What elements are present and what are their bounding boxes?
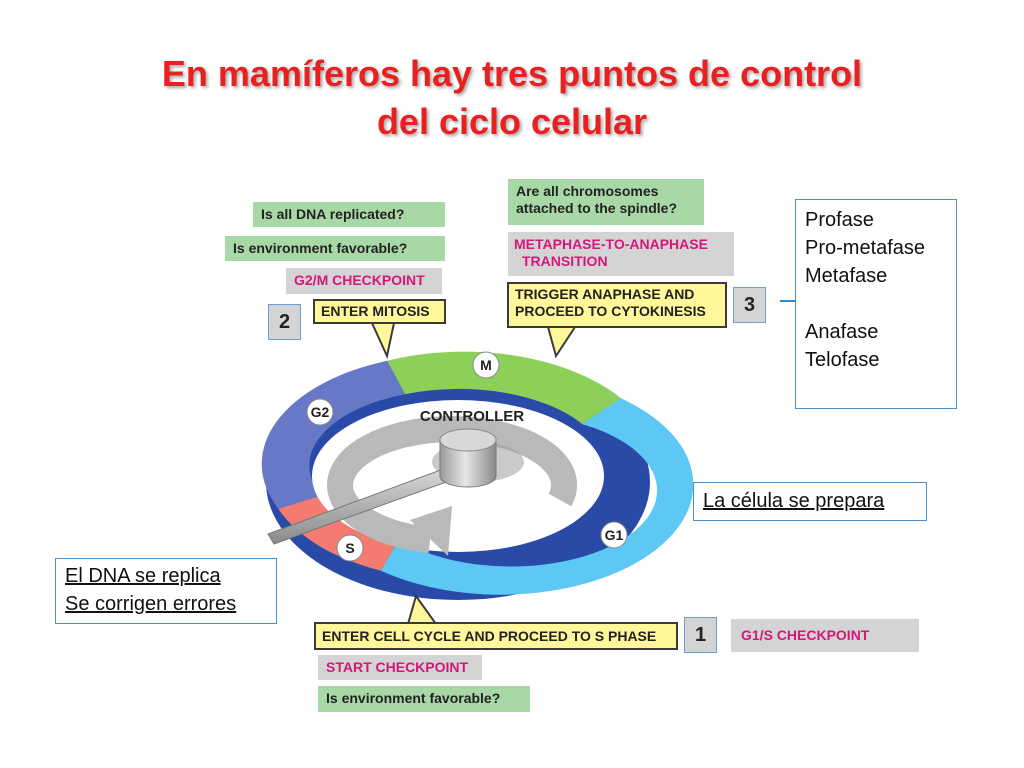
metaphase-transition-label: METAPHASE-TO-ANAPHASE TRANSITION (508, 232, 734, 276)
mitosis-phase-item: Anafase (805, 321, 879, 343)
g1s-pointer (406, 593, 438, 625)
svg-text:G1: G1 (605, 527, 624, 543)
mitosis-phases-list: Profase Pro-metafase Metafase Anafase Te… (795, 199, 957, 409)
metaphase-transition-line1: METAPHASE-TO-ANAPHASE (514, 236, 708, 252)
svg-text:G2: G2 (311, 404, 330, 420)
checkpoint-number-3: 3 (733, 287, 766, 323)
phase-segment-m (387, 351, 621, 425)
slide-title-line1: En mamíferos hay tres puntos de control (161, 53, 863, 94)
s-note-line1: El DNA se replica (65, 565, 221, 587)
metaphase-transition-line2: TRANSITION (522, 253, 608, 269)
phase-segment-g2 (261, 360, 405, 509)
g2m-pointer (370, 322, 396, 360)
metaphase-question: Are all chromosomes attached to the spin… (508, 179, 704, 225)
g2m-action-enter-mitosis: ENTER MITOSIS (313, 299, 446, 324)
controller-knob-top (439, 428, 497, 452)
s-phase-note: El DNA se replica Se corrigen errores (55, 558, 277, 624)
svg-text:S: S (345, 540, 354, 556)
phase-badge-g2: G2 (306, 398, 334, 426)
g1s-action: ENTER CELL CYCLE AND PROCEED TO S PHASE (314, 622, 678, 650)
metaphase-action-line1: TRIGGER ANAPHASE AND (515, 286, 695, 302)
phase-segment-s (278, 495, 400, 571)
s-note-line2: Se corrigen errores (65, 593, 237, 615)
g2m-checkpoint-label: G2/M CHECKPOINT (286, 268, 442, 294)
g1-note: La célula se prepara (693, 482, 927, 521)
mitosis-phase-item: Telofase (805, 349, 880, 371)
metaphase-question-line2: attached to the spindle? (516, 200, 678, 216)
metaphase-question-line1: Are all chromosomes (516, 183, 659, 199)
phase-badge-m: M (472, 351, 500, 379)
mitosis-phase-item: Metafase (805, 265, 888, 287)
controller-arrow-head (410, 506, 452, 556)
g2m-question-environment: Is environment favorable? (225, 236, 445, 261)
checkpoint-number-1: 1 (684, 617, 717, 653)
metaphase-pointer (546, 326, 577, 359)
controller-knob (439, 439, 497, 488)
metaphase-action-line2: PROCEED TO CYTOKINESIS (515, 303, 706, 319)
mitosis-phase-spacer (805, 290, 947, 318)
mitosis-phase-item: Profase (805, 209, 874, 231)
metaphase-action: TRIGGER ANAPHASE AND PROCEED TO CYTOKINE… (507, 282, 727, 328)
g2m-question-dna: Is all DNA replicated? (253, 202, 445, 227)
checkpoint-number-2: 2 (268, 304, 301, 340)
controller-label: CONTROLLER (420, 408, 524, 425)
mitosis-phase-item: Pro-metafase (805, 237, 926, 259)
start-checkpoint-label: START CHECKPOINT (318, 655, 482, 680)
g1s-question-environment: Is environment favorable? (318, 686, 530, 712)
phase-badge-g1: G1 (600, 521, 628, 549)
svg-text:M: M (480, 357, 492, 373)
controller-track (327, 416, 577, 553)
phase-badge-s: S (336, 534, 364, 562)
slide-title-line2: del ciclo celular (376, 101, 648, 142)
g1s-checkpoint-label: G1/S CHECKPOINT (731, 619, 919, 652)
